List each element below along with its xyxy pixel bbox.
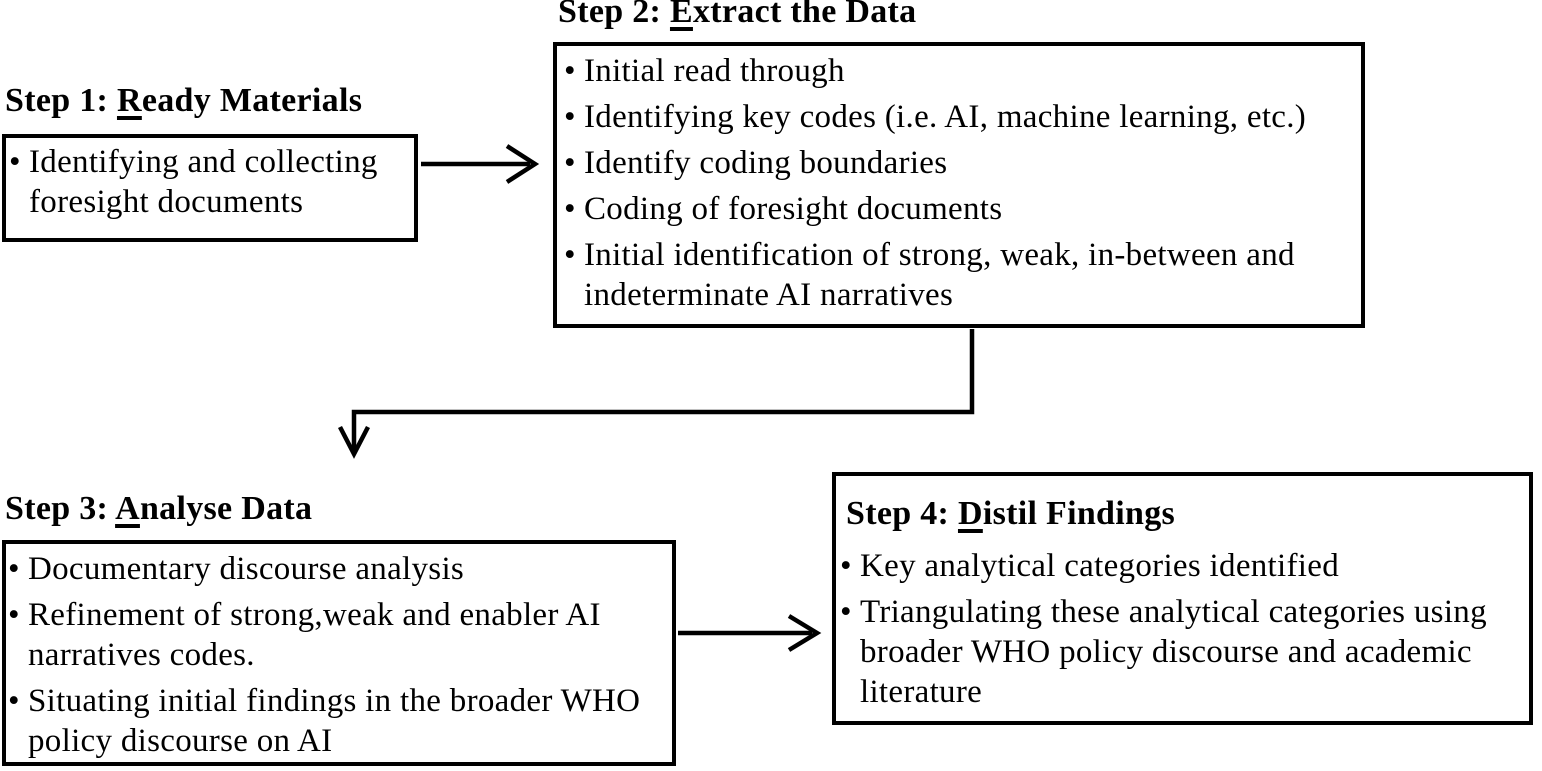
step3-title-underlined-letter: A	[115, 490, 140, 527]
step2-title-underlined-letter: E	[669, 0, 693, 30]
step4-title-prefix: Step 4:	[846, 495, 958, 532]
step2-title-prefix: Step 2:	[558, 0, 670, 30]
step1-title-underlined-letter: R	[116, 82, 142, 119]
bullet-icon: •	[8, 597, 20, 633]
step2-box: • Initial read through • Identifying key…	[553, 42, 1365, 328]
step3-box: • Documentary discourse analysis • Refin…	[2, 540, 676, 766]
bullet-icon: •	[564, 99, 576, 135]
step3-title-prefix: Step 3:	[5, 490, 116, 527]
step1-title: Step 1: Ready Materials	[5, 82, 362, 120]
step3-title: Step 3: Analyse Data	[5, 490, 312, 528]
list-item: • Identify coding boundaries	[564, 143, 1353, 183]
connector-step2-to-step3	[338, 329, 975, 459]
step2-title-rest: xtract the Data	[692, 0, 917, 30]
step2-bullet-text: Identifying key codes (i.e. AI, machine …	[584, 99, 1307, 135]
list-item: • Situating initial findings in the broa…	[8, 681, 666, 761]
step4-title-underlined-letter: D	[957, 495, 983, 532]
step2-bullet-text: Coding of foresight documents	[584, 191, 1003, 227]
step3-title-rest: nalyse Data	[139, 490, 313, 527]
list-item: • Documentary discourse analysis	[8, 549, 666, 589]
step4-bullet-text: Key analytical categories identified	[860, 548, 1340, 584]
bullet-icon: •	[564, 237, 576, 273]
bullet-icon: •	[9, 144, 21, 180]
step4-bullet-text: Triangulating these analytical categorie…	[860, 594, 1487, 710]
list-item: • Initial identification of strong, weak…	[564, 235, 1353, 315]
step2-title: Step 2: Extract the Data	[558, 0, 916, 31]
bullet-icon: •	[8, 683, 20, 719]
bullet-icon: •	[840, 548, 852, 584]
step3-bullet-text: Refinement of strong,weak and enabler AI…	[28, 597, 601, 673]
step4-title-rest: istil Findings	[982, 495, 1176, 532]
bullet-icon: •	[564, 53, 576, 89]
arrow-step1-to-step2	[421, 144, 540, 184]
list-item: • Identifying key codes (i.e. AI, machin…	[564, 97, 1353, 137]
list-item: • Refinement of strong,weak and enabler …	[8, 595, 666, 675]
bullet-icon: •	[8, 551, 20, 587]
step4-title: Step 4: Distil Findings	[846, 495, 1519, 533]
list-item: • Triangulating these analytical categor…	[840, 592, 1519, 712]
bullet-icon: •	[564, 191, 576, 227]
step1-bullet-text: Identifying and collecting foresight doc…	[29, 144, 378, 220]
step2-bullet-text: Initial identification of strong, weak, …	[584, 237, 1295, 313]
step3-bullet-text: Situating initial findings in the broade…	[28, 683, 641, 759]
step4-box: Step 4: Distil Findings • Key analytical…	[832, 472, 1533, 725]
list-item: • Coding of foresight documents	[564, 189, 1353, 229]
step1-title-rest: eady Materials	[141, 82, 363, 119]
step3-bullet-text: Documentary discourse analysis	[28, 551, 465, 587]
step1-box: • Identifying and collecting foresight d…	[2, 134, 418, 242]
step2-bullet-text: Initial read through	[584, 53, 845, 89]
list-item: • Initial read through	[564, 51, 1353, 91]
bullet-icon: •	[840, 594, 852, 630]
list-item: • Key analytical categories identified	[840, 546, 1519, 586]
bullet-icon: •	[564, 145, 576, 181]
step1-title-prefix: Step 1:	[5, 82, 117, 119]
list-item: • Identifying and collecting foresight d…	[9, 142, 408, 222]
arrow-step3-to-step4	[678, 614, 822, 652]
step2-bullet-text: Identify coding boundaries	[584, 145, 948, 181]
